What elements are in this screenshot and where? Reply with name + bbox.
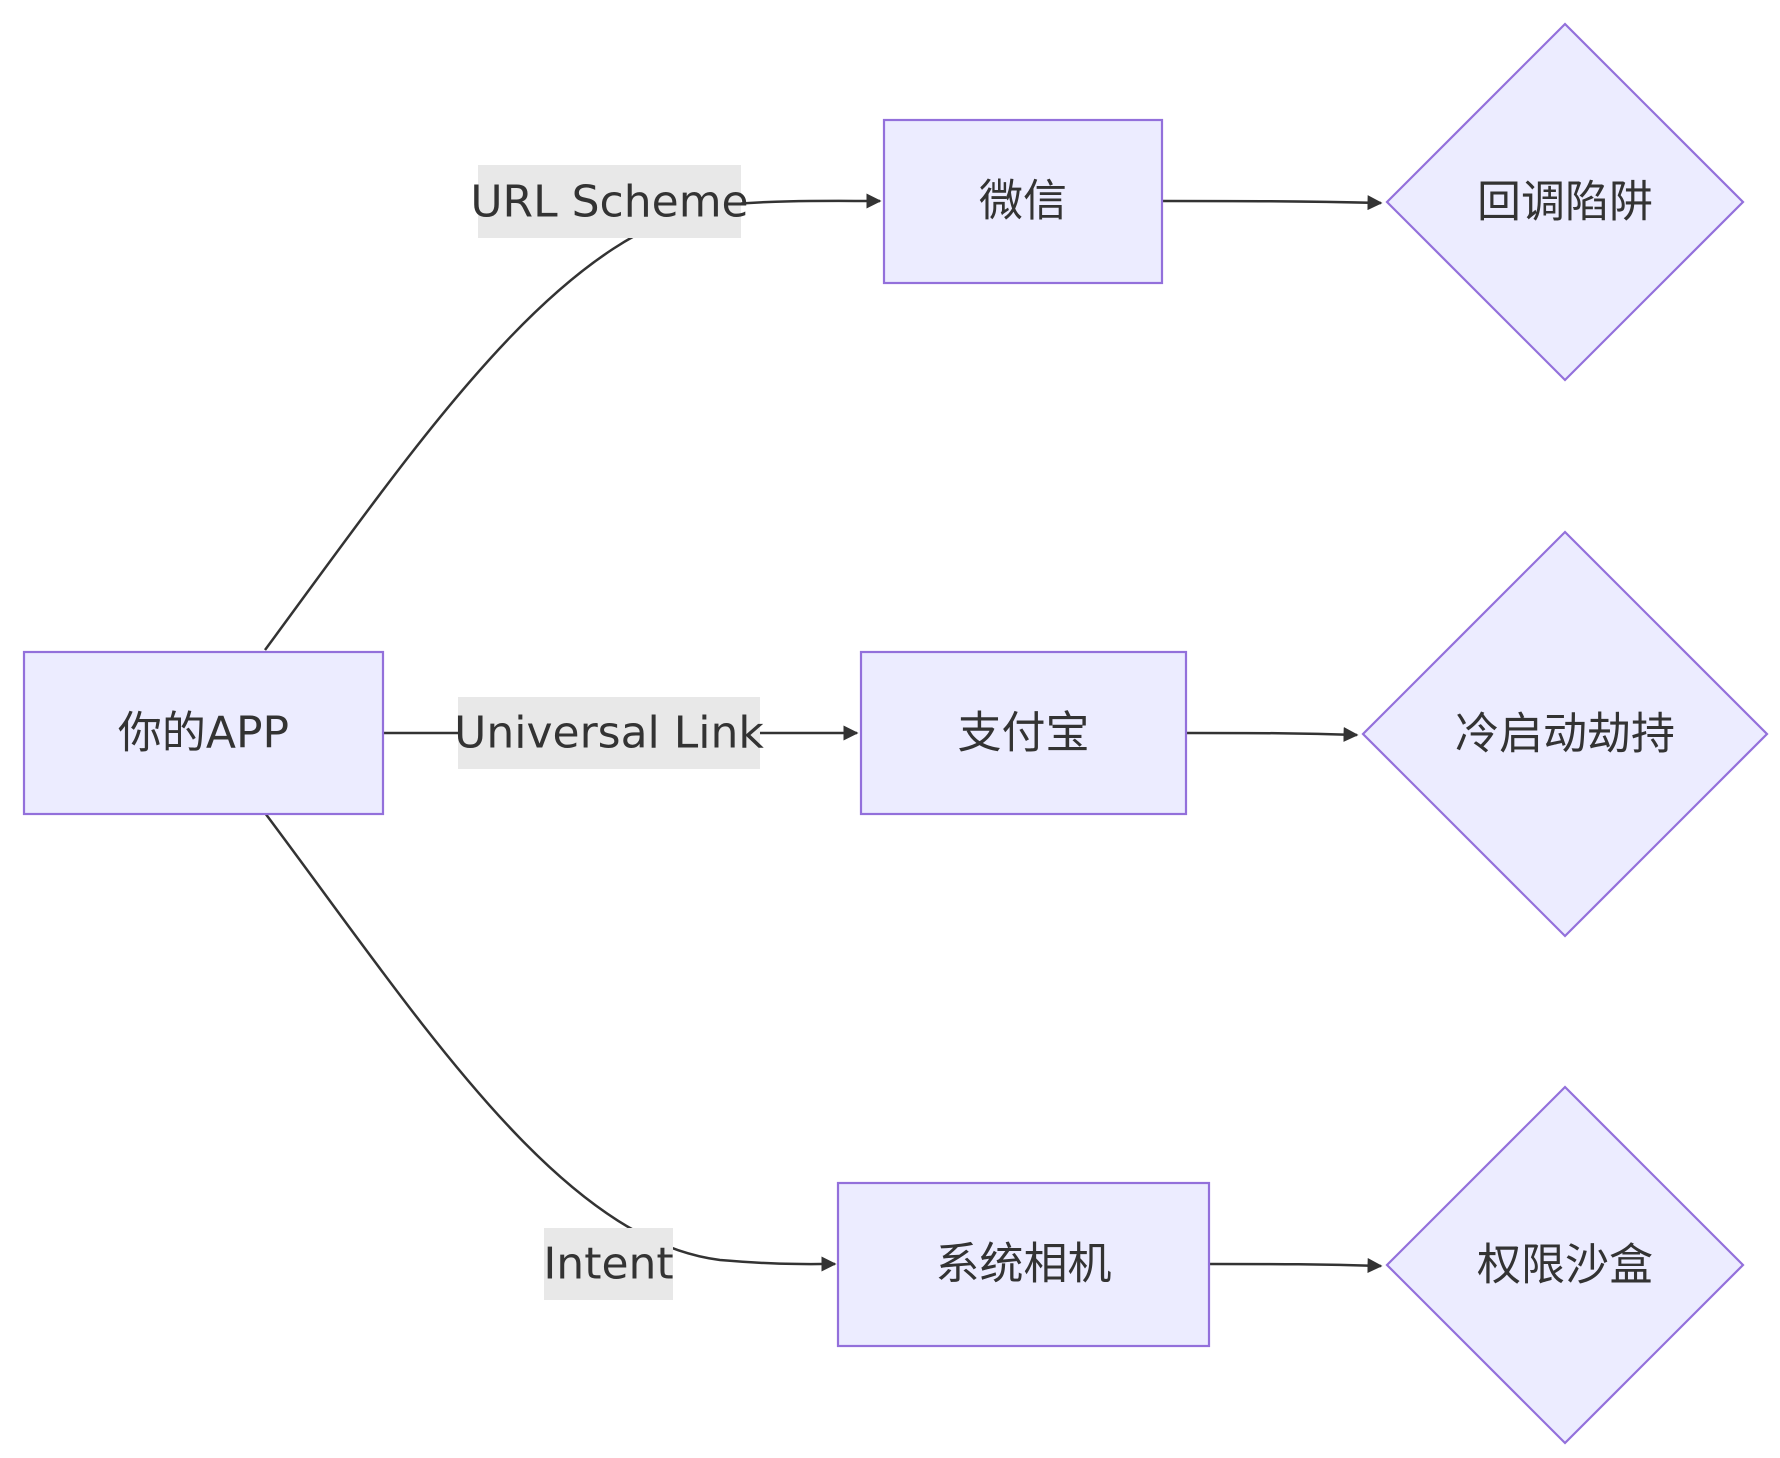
node-alipay-label: 支付宝: [958, 708, 1090, 759]
edge-label-url-scheme: URL Scheme: [470, 165, 749, 238]
edge-wechat-to-callback: [1161, 195, 1383, 211]
node-alipay: 支付宝: [859, 650, 1188, 816]
node-callback-trap-label: 回调陷阱: [1477, 177, 1653, 228]
edge-camera-to-sandbox: [1208, 1258, 1383, 1274]
edge-label-intent-text: Intent: [543, 1239, 673, 1290]
node-permission-sandbox: 权限沙盒: [1385, 1085, 1745, 1445]
node-your-app-label: 你的APP: [118, 708, 289, 759]
edge-app-to-wechat: [263, 193, 882, 651]
node-callback-trap: 回调陷阱: [1385, 22, 1745, 382]
node-permission-sandbox-label: 权限沙盒: [1477, 1240, 1653, 1291]
edge-label-universal-link-text: Universal Link: [454, 708, 764, 759]
node-system-camera-label: 系统相机: [936, 1239, 1112, 1290]
edge-label-url-scheme-text: URL Scheme: [470, 177, 748, 228]
node-wechat: 微信: [882, 118, 1164, 285]
node-wechat-label: 微信: [979, 176, 1067, 227]
edge-alipay-to-coldstart: [1185, 727, 1359, 743]
node-your-app: 你的APP: [22, 650, 385, 816]
node-cold-start-hijack-label: 冷启动劫持: [1455, 709, 1675, 760]
edge-label-universal-link: Universal Link: [454, 697, 764, 769]
node-cold-start-hijack: 冷启动劫持: [1361, 530, 1769, 938]
edge-app-to-camera: [263, 812, 837, 1272]
node-system-camera: 系统相机: [836, 1181, 1211, 1348]
edge-label-intent: Intent: [543, 1228, 674, 1300]
